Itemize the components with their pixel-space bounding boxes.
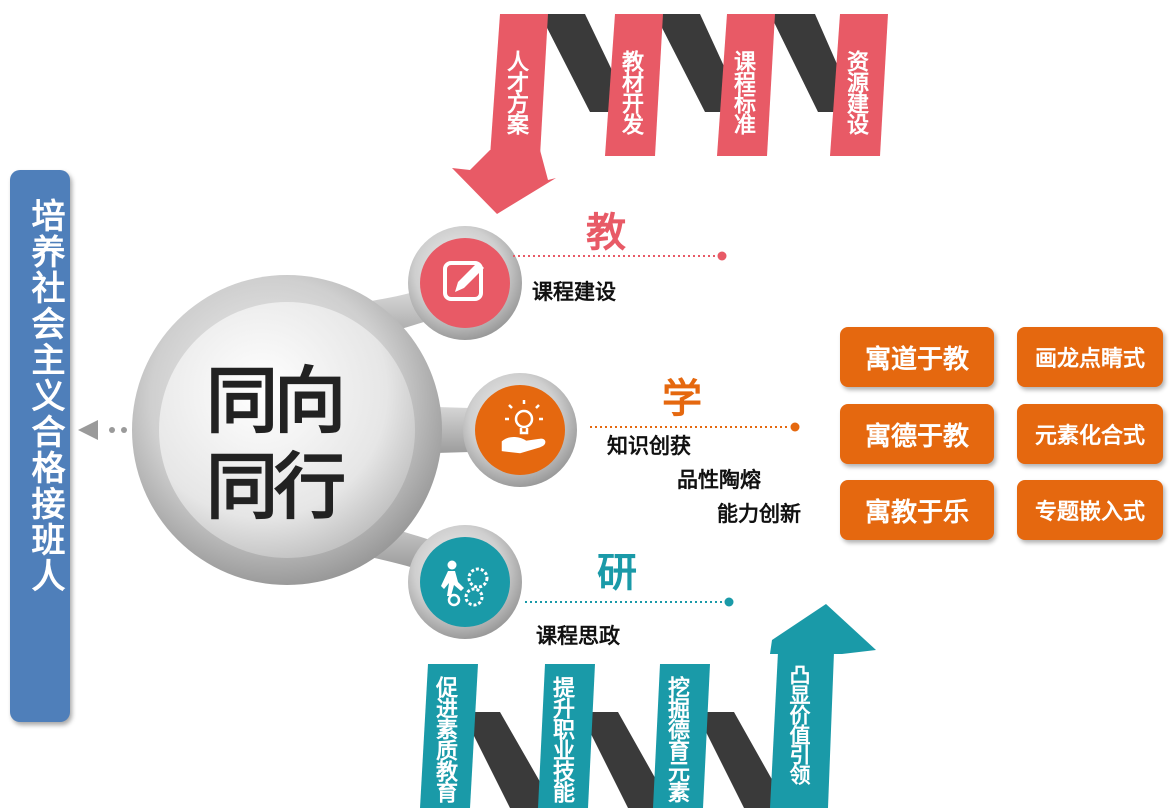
- person-gears-icon: [441, 560, 489, 607]
- approach-tag: 寓道于教: [840, 327, 994, 387]
- bottom-ribbon-segment: [538, 664, 595, 808]
- hub-title-line2: 同行: [206, 445, 346, 529]
- learn-leader: [590, 422, 800, 432]
- teach-leader: [513, 251, 727, 261]
- bottom-ribbon-fold: [580, 712, 672, 808]
- research-leader: [525, 597, 734, 607]
- bottom-ribbon: [420, 604, 876, 808]
- side-banner-text: 培养社会主义合格接班人: [25, 198, 65, 594]
- hub-circle: [132, 275, 442, 585]
- bottom-ribbon-fold: [696, 712, 788, 808]
- top-step-4: 资源建设: [843, 50, 868, 134]
- hub-title-line1: 同向: [206, 359, 346, 443]
- bottom-ribbon-segment: [653, 664, 710, 808]
- bottom-ribbon-arrowhead: [770, 604, 876, 654]
- arrow-head: [78, 420, 98, 440]
- top-step-1: 人才方案: [503, 50, 528, 134]
- bottom-step-4: 凸显价值引领: [787, 664, 811, 784]
- top-ribbon-segment: [830, 14, 888, 156]
- approach-tag: 元素化合式: [1017, 404, 1163, 464]
- bottom-ribbon-segment: [770, 652, 834, 808]
- top-ribbon-segment: [490, 14, 548, 156]
- bottom-step-2: 提升职业技能: [549, 676, 574, 802]
- top-ribbon: [452, 14, 888, 214]
- bottom-step-1: 促进素质教育: [432, 676, 457, 802]
- edit-icon: [443, 261, 483, 301]
- learn-line-2: 品性陶熔: [677, 468, 761, 492]
- learn-bubble: [463, 373, 577, 487]
- bottom-ribbon-segment: [420, 664, 478, 808]
- top-step-2: 教材开发: [618, 50, 643, 134]
- left-arrow: [78, 420, 139, 440]
- approach-tag: 专题嵌入式: [1017, 480, 1163, 540]
- teach-label: 课程建设: [532, 280, 616, 304]
- top-ribbon-fold: [540, 14, 632, 112]
- learn-line-3: 能力创新: [717, 502, 801, 526]
- research-bubble: [408, 525, 522, 639]
- learn-line-1: 知识创获: [607, 434, 691, 458]
- learn-heading: 学: [662, 376, 702, 422]
- bottom-ribbon-fold: [462, 712, 555, 808]
- teach-heading: 教: [586, 210, 626, 256]
- teach-bubble: [408, 226, 522, 340]
- approach-tag: 寓德于教: [840, 404, 994, 464]
- lightbulb-hand-icon: [501, 400, 546, 454]
- research-heading: 研: [597, 550, 637, 596]
- side-banner: 培养社会主义合格接班人: [10, 170, 70, 722]
- approach-tag: 寓教于乐: [840, 480, 994, 540]
- top-step-3: 课程标准: [730, 50, 755, 134]
- top-ribbon-segment: [717, 14, 775, 156]
- bottom-step-3: 挖掘德育元素: [664, 676, 689, 802]
- top-ribbon-segment: [605, 14, 663, 156]
- approach-tag: 画龙点睛式: [1017, 327, 1163, 387]
- research-label: 课程思政: [536, 624, 620, 648]
- top-ribbon-arrowhead: [452, 150, 556, 214]
